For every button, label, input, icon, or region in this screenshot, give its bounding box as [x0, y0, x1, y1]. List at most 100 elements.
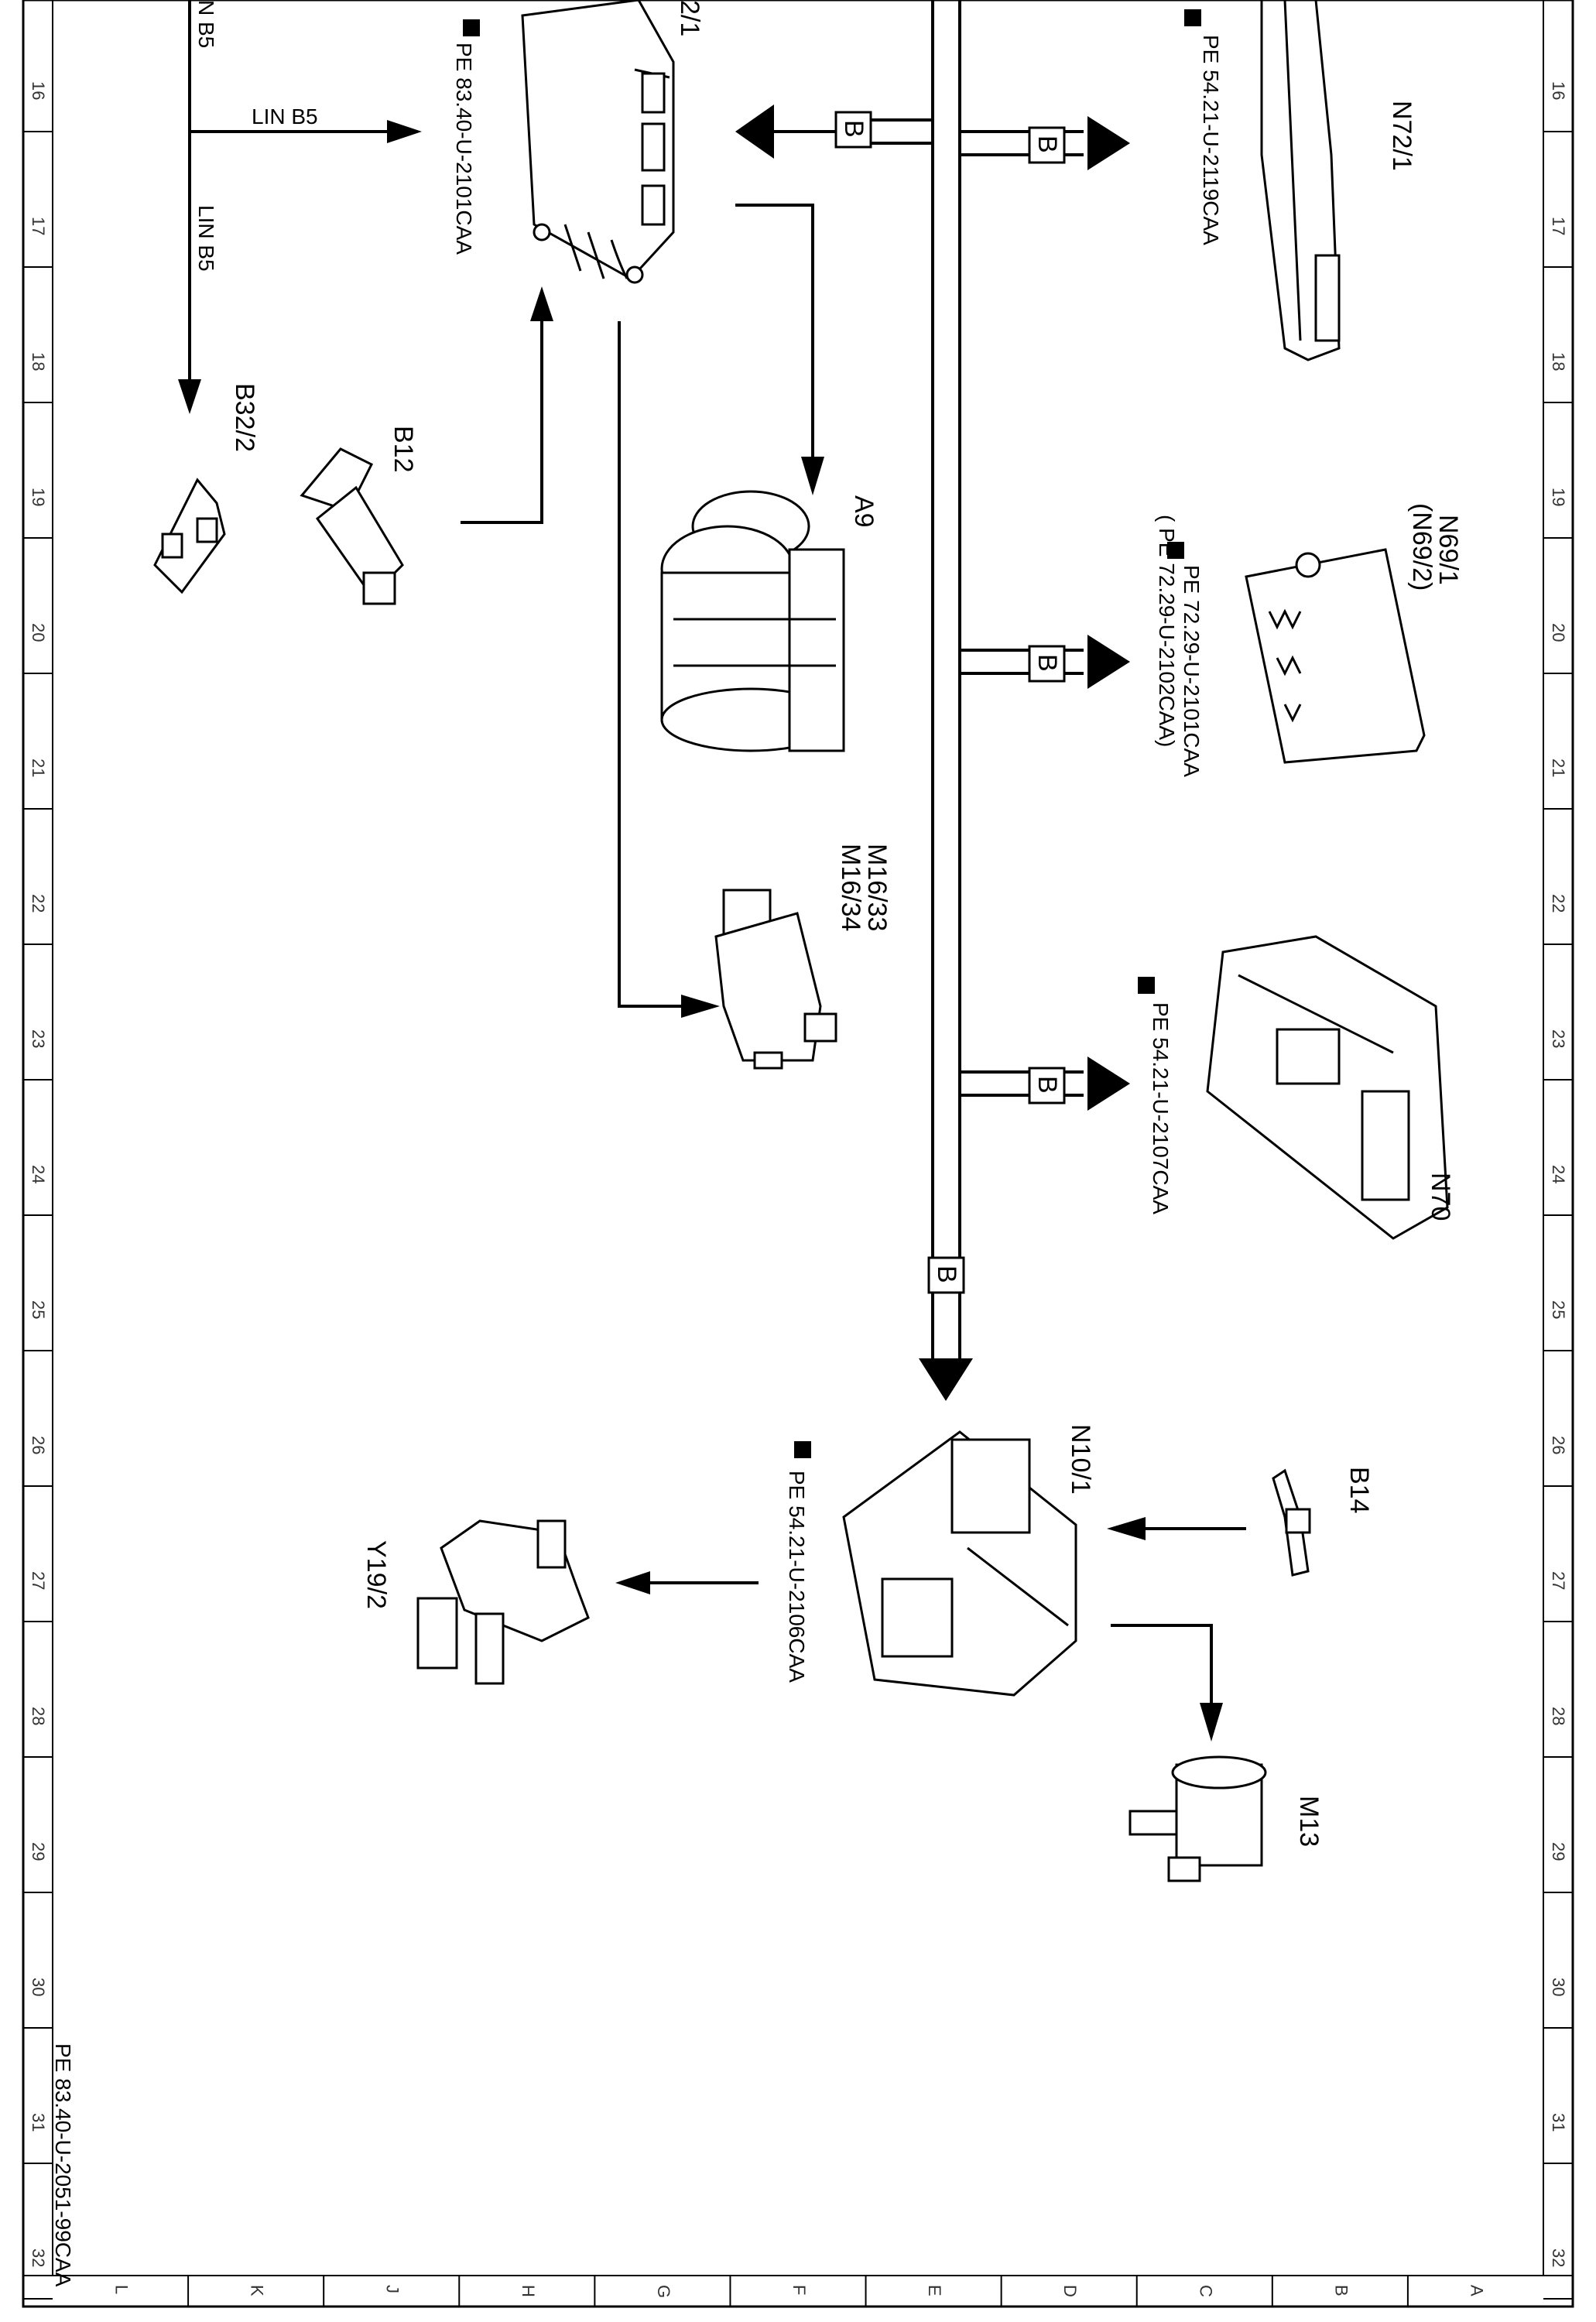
signal-arrowheads [530, 286, 1223, 1742]
grid-row-label: 30 [29, 1978, 48, 1996]
bus-label-box-2: B [1028, 126, 1066, 164]
component-name: B32/2 [230, 383, 259, 452]
grid-row-label: 25 [29, 1300, 48, 1319]
reference-hand-icon [794, 1441, 811, 1458]
component-n72-1[interactable]: N72/1 PE 54.21-U-2119CAA [1184, 0, 1416, 361]
grid-ticks [23, 131, 1573, 2307]
pe-reference: PE 54.21-U-2106CAA [785, 1471, 809, 1683]
grid-row-label: 24 [1549, 1165, 1568, 1183]
grid-column-label: F [789, 2285, 809, 2295]
actuator-icon [714, 889, 837, 1070]
temperature-sensor-icon [1272, 1468, 1311, 1577]
grid-row-label: 28 [29, 1707, 48, 1725]
component-name: M13 [1294, 1796, 1324, 1847]
control-unit-icon [521, 0, 675, 284]
component-b32-2[interactable]: B32/2 [153, 383, 259, 594]
grid-row-label: 18 [29, 352, 48, 371]
grid-row-label: 24 [29, 1165, 48, 1183]
grid-row-label: 27 [1549, 1571, 1568, 1590]
lin-bus-lines [188, 0, 387, 379]
bus-label-box-4: B [1028, 1067, 1066, 1104]
component-name: A9 [849, 495, 878, 528]
grid-row-label: 30 [1549, 1978, 1568, 1996]
grid-row-label: 23 [1549, 1029, 1568, 1048]
grid-row-label: 28 [1549, 1707, 1568, 1725]
component-m16[interactable]: M16/33 M16/34 [714, 844, 892, 1070]
grid-column-label: G [654, 2285, 673, 2298]
grid-column-label: K [248, 2285, 267, 2296]
component-m13[interactable]: M13 [1129, 1755, 1324, 1882]
reference-hand-icon [1167, 542, 1184, 559]
component-n10-1[interactable]: N10/1 PE 54.21-U-2106CAA [785, 1424, 1095, 1697]
grid-column-label: C [1196, 2285, 1215, 2297]
grid-row-label: 16 [1549, 81, 1568, 100]
component-b14[interactable]: B14 [1272, 1467, 1374, 1577]
grid-row-label: 20 [1549, 623, 1568, 642]
component-name: N70 [1426, 1173, 1455, 1221]
component-name: B12 [389, 426, 418, 473]
component-b12[interactable]: B12 [300, 426, 418, 605]
grid-row-label: 32 [29, 2248, 48, 2267]
grid-row-label: 22 [1549, 894, 1568, 913]
bus-arrowheads [735, 104, 1130, 1401]
reference-hand-icon [463, 19, 480, 36]
component-name-2: M16/34 [836, 844, 865, 931]
grid-column-label: E [925, 2285, 944, 2296]
component-n69[interactable]: N69/1 (N69/2) PE 72.29-U-2101CAA ( PE 72… [1155, 503, 1463, 777]
grid-column-label: D [1060, 2285, 1080, 2297]
door-module-icon [1245, 548, 1426, 764]
pe-reference: PE 83.40-U-2101CAA [452, 43, 476, 255]
grid-row-label: 31 [29, 2113, 48, 2132]
pe-reference: PE 54.21-U-2119CAA [1199, 35, 1223, 245]
component-n22-1[interactable]: 2/1 PE 83.40-U-2101CAA [452, 0, 704, 284]
pressure-sensor-icon [300, 447, 404, 605]
component-name-1: N69/1 [1433, 515, 1463, 585]
grid-column-label: L [112, 2285, 132, 2294]
pe-reference: PE 54.21-U-2107CAA [1149, 1002, 1173, 1214]
component-name: N10/1 [1066, 1424, 1095, 1495]
grid-row-label: 17 [1549, 217, 1568, 235]
component-name: 2/1 [675, 0, 704, 36]
sensor-icon [153, 478, 226, 594]
grid-row-label: 25 [1549, 1300, 1568, 1319]
overhead-control-panel-icon [1206, 935, 1449, 1240]
bus-label-box-1: B [834, 111, 872, 149]
component-y19-2[interactable]: Y19/2 [361, 1519, 590, 1685]
grid-row-label: 18 [1549, 352, 1568, 371]
svg-text:B: B [1033, 1076, 1062, 1094]
grid-column-label: J [383, 2285, 402, 2293]
component-n70[interactable]: N70 PE 54.21-U-2107CAA [1138, 935, 1455, 1240]
svg-text:B: B [839, 120, 868, 138]
sheet-frame [22, 0, 1574, 2308]
grid-row-label: 29 [1549, 1842, 1568, 1861]
grid-row-label: 17 [29, 217, 48, 235]
lin-arrowheads [178, 120, 422, 414]
lin-label-vertical: LIN B5 [194, 205, 218, 272]
svg-text:B: B [1033, 135, 1062, 153]
grid-row-label: 26 [1549, 1436, 1568, 1454]
grid-row-label: 32 [1549, 2248, 1568, 2267]
grid-column-label: A [1467, 2285, 1486, 2296]
grid-row-label: 16 [29, 81, 48, 100]
grid-row-label: 22 [29, 894, 48, 913]
component-name-2: (N69/2) [1407, 503, 1437, 591]
component-name-1: M16/33 [862, 844, 892, 931]
control-panel-icon [1260, 0, 1341, 361]
component-name: B14 [1344, 1467, 1374, 1514]
grid-row-label: 26 [29, 1436, 48, 1454]
component-name: N72/1 [1387, 101, 1416, 171]
grid-row-label: 31 [1549, 2113, 1568, 2132]
grid-row-label: 20 [29, 623, 48, 642]
component-a9[interactable]: A9 [660, 490, 878, 752]
valve-icon [416, 1519, 590, 1685]
water-pump-icon [1129, 1755, 1267, 1882]
grid-row-label: 23 [29, 1029, 48, 1048]
grid-row-label: 29 [29, 1842, 48, 1861]
lin-label-horizontal: LIN B5 [252, 104, 318, 128]
grid-row-label: 21 [1549, 759, 1568, 777]
reference-hand-icon [1138, 977, 1155, 994]
grid-row-label: 27 [29, 1571, 48, 1590]
